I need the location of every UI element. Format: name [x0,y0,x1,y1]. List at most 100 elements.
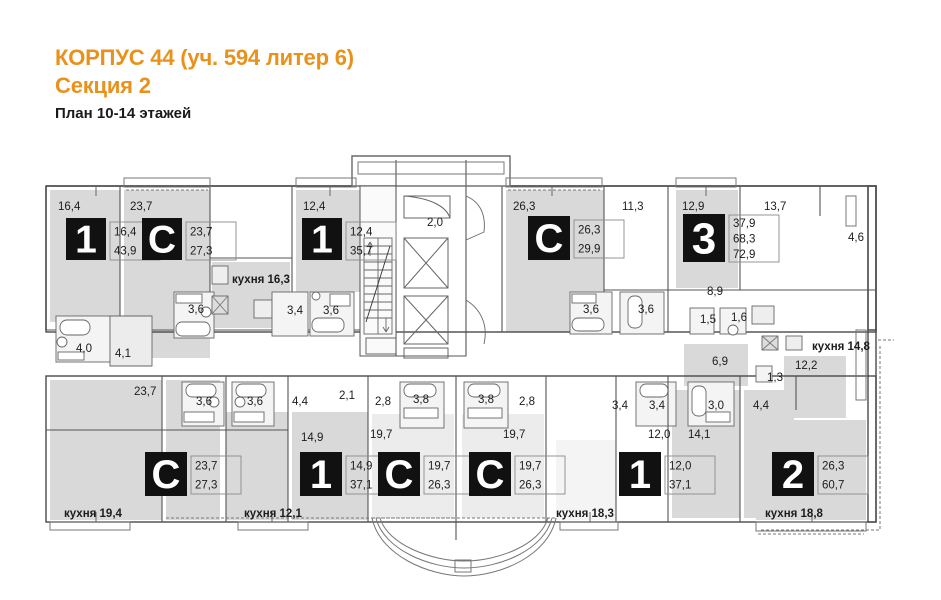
area-box [664,455,716,495]
room-area-label: 19,7 [503,429,525,441]
badge-room-count: 1 [629,453,651,497]
room-area-label: 3,6 [583,304,599,316]
area-value: 35,7 [350,246,372,258]
badge-room-count: C [476,453,505,497]
top-balconies [123,155,737,191]
room-area-label: 3,6 [323,305,339,317]
room-area-label: 16,4 [58,201,81,213]
floors-subtitle: План 10-14 этажей [55,105,192,122]
area-box [190,455,242,495]
area-value: 72,9 [733,249,755,261]
area-value: 19,7 [519,461,541,473]
badge-3-top-right[interactable]: 3 37,9 68,3 72,9 [683,214,780,264]
window-mullions [95,186,813,522]
room-area-label: 3,4 [612,400,629,412]
area-value: 26,3 [822,461,844,473]
badge-room-count: 3 [692,215,716,264]
area-value: 37,9 [733,218,755,230]
badge-room-count: 1 [75,219,97,262]
kitchen-label: кухня 12,1 [244,508,303,520]
badge-background [300,452,342,496]
room-area-label: 8,9 [707,286,723,298]
room-area-label: 14,1 [688,429,710,441]
area-box [817,455,869,495]
badge-background [528,216,570,260]
area-value: 12,4 [350,227,373,239]
room-area-label: 23,7 [130,201,152,213]
badge-c-top-left[interactable]: C 23,7 27,3 [142,218,237,262]
room-area-label: 3,6 [247,396,263,408]
room-area-label: 2,8 [519,396,535,408]
area-value: 68,3 [733,234,755,246]
kitchen-label: кухня 18,3 [556,508,614,520]
room-area-label: 12,4 [303,201,326,213]
bottom-bay-balcony [371,517,557,577]
badge-room-count: C [148,219,176,262]
room-area-label: 2,0 [427,217,443,229]
kitchen-label: кухня 18,8 [765,508,824,520]
room-area-label: 4,4 [753,400,770,412]
room-area-label: 3,0 [708,400,724,412]
area-value: 16,4 [114,227,137,239]
room-area-label: 4,4 [292,396,309,408]
badge-background [378,452,420,496]
room-area-label: 19,7 [370,429,392,441]
room-area-label: 13,7 [764,201,786,213]
room-area-label: 2,1 [339,390,355,402]
badge-background [142,218,182,260]
badge-background [619,452,661,496]
room-area-label: 2,8 [375,396,391,408]
badge-1-top-left[interactable]: 1 16,4 43,9 [66,218,161,262]
area-box [514,455,566,495]
area-value: 26,3 [578,225,600,237]
area-value: 23,7 [190,227,212,239]
area-value: 26,3 [428,480,450,492]
area-value: 37,1 [350,480,372,492]
bottom-balconies [49,517,867,535]
area-box [345,221,397,261]
room-area-label: 3,8 [413,394,429,406]
badge-background [469,452,511,496]
room-area-label: 23,7 [134,386,156,398]
room-area-label: 1,6 [731,312,747,324]
room-area-label: 12,9 [682,201,704,213]
badge-background [66,218,106,260]
area-value: 29,9 [578,244,600,256]
area-value: 43,9 [114,246,136,258]
badge-c-top-right[interactable]: C 26,3 29,9 [528,216,625,261]
wet-rooms [55,265,803,429]
badge-background [302,218,342,260]
kitchen-label: кухня 14,8 [812,341,871,353]
room-area-label: 3,8 [478,394,494,406]
kitchen-label: кухня 19,4 [64,508,123,520]
badge-room-count: C [385,453,414,497]
area-value: 27,3 [195,480,217,492]
area-value: 23,7 [195,461,217,473]
badge-room-count: 2 [782,453,804,497]
badge-room-count: C [535,217,564,261]
room-area-label: 12,2 [795,360,817,372]
area-box [185,221,237,261]
badge-background [145,452,187,496]
room-area-label: 3,6 [188,304,204,316]
plan-header: КОРПУС 44 (уч. 594 литер 6) Секция 2 Пла… [55,44,655,125]
right-service-strip [760,195,894,531]
room-area-label: 11,3 [622,201,644,213]
area-value: 27,3 [190,246,212,258]
stair-elevator-core [359,185,486,359]
area-box [728,214,780,263]
badge-background [772,452,814,496]
area-box [573,219,625,259]
